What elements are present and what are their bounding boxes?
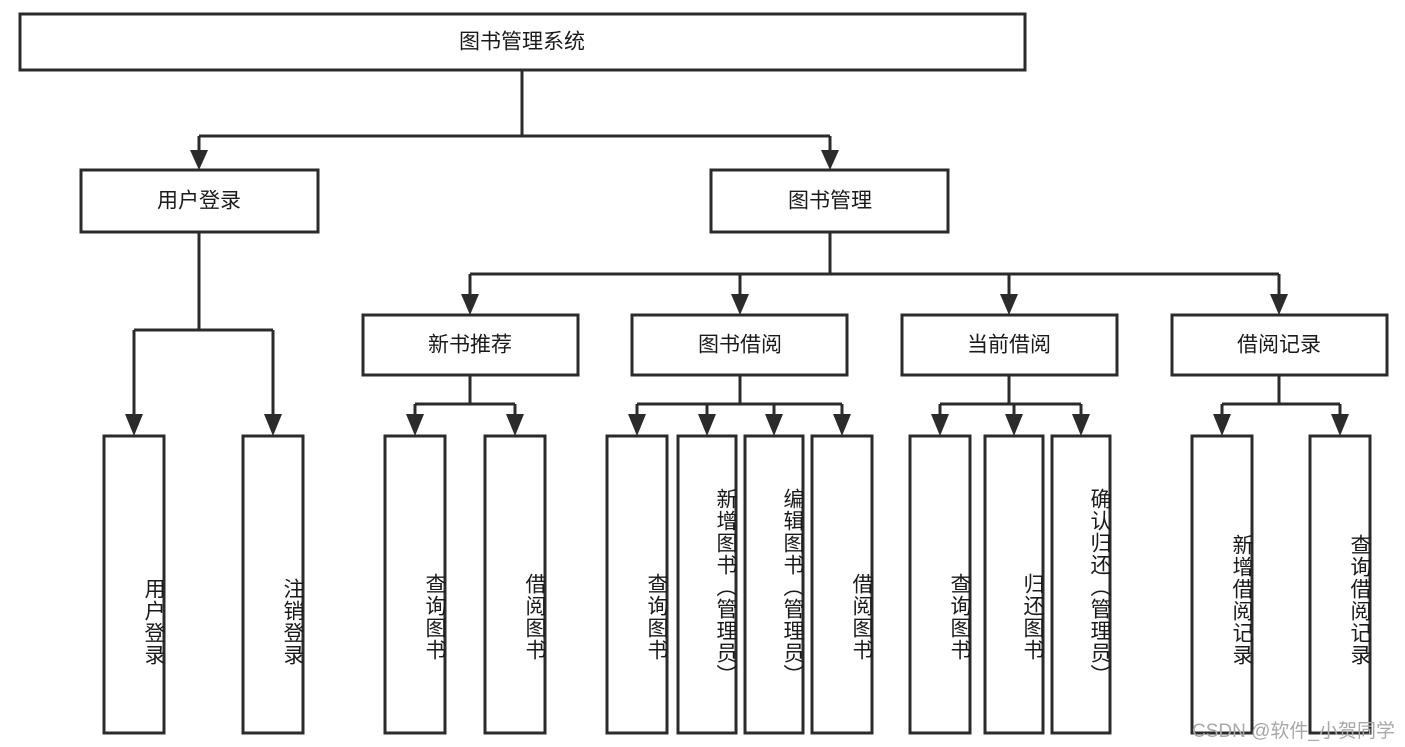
- arrow-head-borrow: [731, 294, 749, 315]
- node-label-current: 当前借阅: [967, 334, 1051, 357]
- arrow-head-records: [1270, 294, 1288, 315]
- node-box-current[interactable]: [900, 313, 1119, 377]
- arrow-head-re-leaf-2: [1331, 414, 1349, 436]
- connector-group-user-login: [125, 232, 282, 436]
- node-box-records[interactable]: [1170, 313, 1389, 377]
- arrow-head-cu-leaf-3: [1072, 414, 1090, 436]
- arrow-head-nb-leaf-2: [506, 414, 524, 436]
- connector-group-root: [190, 70, 839, 170]
- connector-group-new-books: [406, 375, 524, 436]
- leaf-box-9[interactable]: [983, 434, 1045, 735]
- leaf-box-4[interactable]: [605, 434, 669, 735]
- node-label-user-login: 用户登录: [157, 190, 241, 213]
- node-box-root[interactable]: [18, 12, 1027, 72]
- arrow-head-cu-leaf-2: [1005, 414, 1023, 436]
- leaf-box-7[interactable]: [810, 434, 874, 735]
- arrow-head-re-leaf-1: [1213, 414, 1231, 436]
- node-boxes: [18, 12, 1389, 735]
- connector-group-borrow: [628, 375, 851, 436]
- arrow-head-bo-leaf-3: [765, 414, 783, 436]
- node-label-book-manage: 图书管理: [788, 190, 872, 213]
- connector-group-records: [1213, 375, 1349, 436]
- node-box-borrow[interactable]: [630, 313, 849, 377]
- leaf-box-3[interactable]: [483, 434, 547, 735]
- arrow-head-bo-leaf-2: [698, 414, 716, 436]
- leaf-box-6[interactable]: [743, 434, 805, 735]
- csdn-watermark: CSDN @软件_小贺同学: [1192, 721, 1395, 742]
- arrow-head-cu-leaf-1: [931, 414, 949, 436]
- connector-group-book-manage: [461, 232, 1288, 315]
- leaf-box-5[interactable]: [676, 434, 738, 735]
- arrow-head-nb-leaf-1: [406, 414, 424, 436]
- arrow-head-new-books: [461, 294, 479, 315]
- node-box-new-books[interactable]: [361, 313, 580, 377]
- arrow-head-current: [1000, 294, 1018, 315]
- arrow-head-leaf-user-login: [125, 414, 143, 436]
- connector-group-current: [931, 375, 1090, 436]
- node-box-book-manage[interactable]: [709, 168, 950, 234]
- node-labels-horizontal: 图书管理系统 用户登录 图书管理 新书推荐 图书借阅 当前借阅 借阅记录: [157, 31, 1321, 357]
- arrow-head-user-login: [190, 150, 208, 170]
- arrow-head-leaf-logout: [264, 414, 282, 436]
- arrow-head-book-manage: [821, 150, 839, 170]
- node-label-borrow: 图书借阅: [698, 334, 782, 357]
- node-label-new-books: 新书推荐: [428, 334, 512, 357]
- leaf-box-11[interactable]: [1190, 434, 1254, 735]
- leaf-box-10[interactable]: [1050, 434, 1112, 735]
- node-box-user-login[interactable]: [79, 168, 320, 234]
- leaf-box-8[interactable]: [908, 434, 972, 735]
- leaf-box-1[interactable]: [241, 434, 305, 735]
- node-label-root: 图书管理系统: [459, 31, 585, 54]
- arrow-head-bo-leaf-4: [833, 414, 851, 436]
- leaf-box-2[interactable]: [383, 434, 447, 735]
- arrow-head-bo-leaf-1: [628, 414, 646, 436]
- leaf-box-12[interactable]: [1308, 434, 1372, 735]
- node-label-records: 借阅记录: [1237, 334, 1321, 357]
- leaf-box-0[interactable]: [102, 434, 166, 735]
